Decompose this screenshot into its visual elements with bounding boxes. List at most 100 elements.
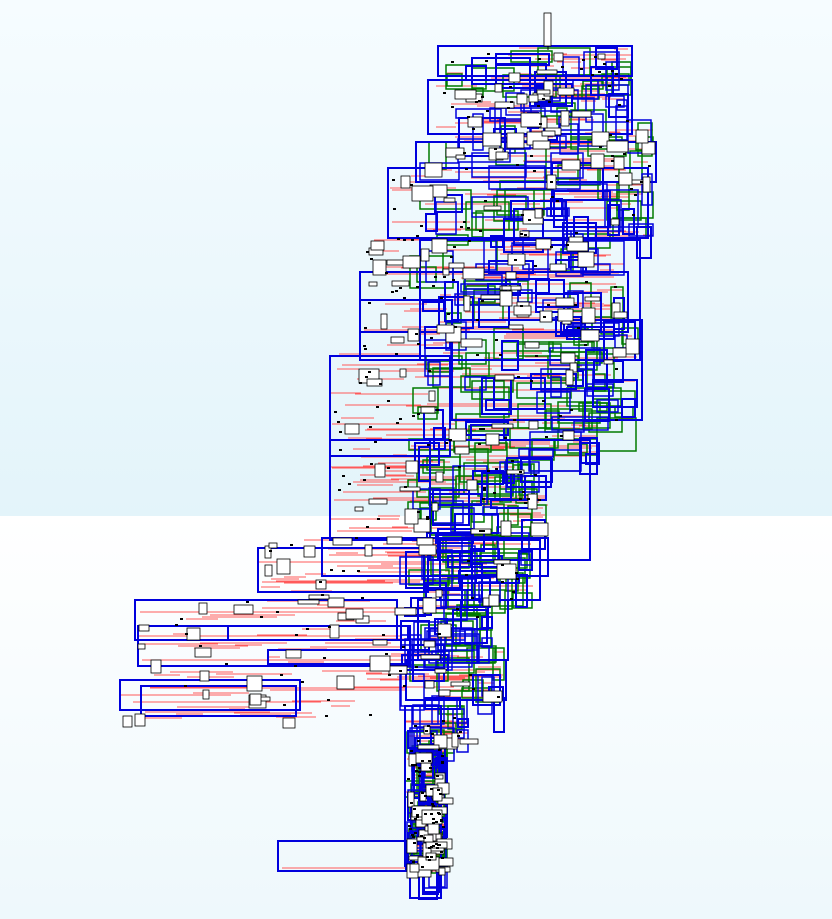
block <box>454 89 477 100</box>
port <box>501 564 504 566</box>
container-box <box>481 637 493 648</box>
port <box>516 578 519 580</box>
block <box>443 197 456 203</box>
block <box>467 116 483 128</box>
block <box>368 281 378 287</box>
container-box <box>419 239 641 361</box>
port <box>369 426 372 428</box>
port <box>481 300 484 302</box>
block <box>483 205 502 211</box>
block <box>506 469 525 475</box>
port <box>542 400 545 402</box>
group-box <box>596 417 637 452</box>
port <box>521 214 524 216</box>
block-layer <box>122 12 656 879</box>
port <box>441 857 444 859</box>
port <box>342 570 345 572</box>
block <box>364 544 373 557</box>
block <box>561 159 581 171</box>
container-box <box>592 379 638 408</box>
port <box>382 634 385 636</box>
port <box>640 181 643 183</box>
block <box>451 732 459 748</box>
port <box>280 674 283 676</box>
block <box>581 307 596 324</box>
block <box>454 446 470 455</box>
port <box>472 688 475 690</box>
block <box>524 341 540 349</box>
port <box>648 165 651 167</box>
port <box>361 597 364 599</box>
container-box <box>423 549 453 590</box>
container-box <box>399 556 434 585</box>
block <box>420 654 441 660</box>
block <box>268 542 278 549</box>
container-box <box>616 99 628 111</box>
port <box>319 581 322 583</box>
port <box>501 581 504 583</box>
port <box>559 415 562 417</box>
port <box>395 290 398 292</box>
port <box>495 339 498 341</box>
block <box>466 479 478 491</box>
port <box>542 98 545 100</box>
port <box>295 634 298 636</box>
block <box>404 508 419 525</box>
port <box>440 851 443 853</box>
block <box>150 659 162 674</box>
port <box>447 313 450 315</box>
port <box>416 814 419 816</box>
port <box>458 466 461 468</box>
block <box>571 110 592 118</box>
port <box>615 368 618 370</box>
group-box <box>509 427 559 449</box>
block <box>409 863 420 873</box>
container-box <box>583 51 620 77</box>
port <box>524 502 527 504</box>
port <box>632 214 635 216</box>
container-box <box>456 699 468 724</box>
block <box>406 838 418 854</box>
port <box>614 286 617 288</box>
port <box>426 516 429 518</box>
port <box>599 146 602 148</box>
port <box>547 304 550 306</box>
port <box>479 230 482 232</box>
block <box>580 329 600 342</box>
port <box>395 353 398 355</box>
block <box>264 564 273 577</box>
block <box>399 486 421 492</box>
port <box>432 822 435 824</box>
port <box>301 681 304 683</box>
port <box>365 376 368 378</box>
container-box <box>424 697 461 710</box>
port <box>440 297 443 299</box>
block <box>327 597 345 608</box>
port <box>430 846 433 848</box>
block <box>424 680 435 689</box>
port <box>412 415 415 417</box>
port <box>465 574 468 576</box>
port <box>561 66 564 68</box>
container-box <box>277 840 407 872</box>
container-box <box>437 528 473 561</box>
container-box <box>465 65 487 81</box>
block <box>618 172 633 186</box>
block <box>308 594 330 600</box>
block <box>527 493 538 510</box>
block <box>198 602 208 615</box>
container-box <box>464 629 476 645</box>
port <box>465 168 468 170</box>
port <box>530 380 533 382</box>
block <box>424 162 443 178</box>
block <box>407 328 420 342</box>
port <box>512 591 515 593</box>
port <box>577 327 580 329</box>
port <box>472 128 475 130</box>
port <box>530 155 533 157</box>
port <box>515 572 518 574</box>
port <box>520 305 523 307</box>
group-box <box>477 480 514 497</box>
port <box>618 104 621 106</box>
port <box>414 818 417 820</box>
